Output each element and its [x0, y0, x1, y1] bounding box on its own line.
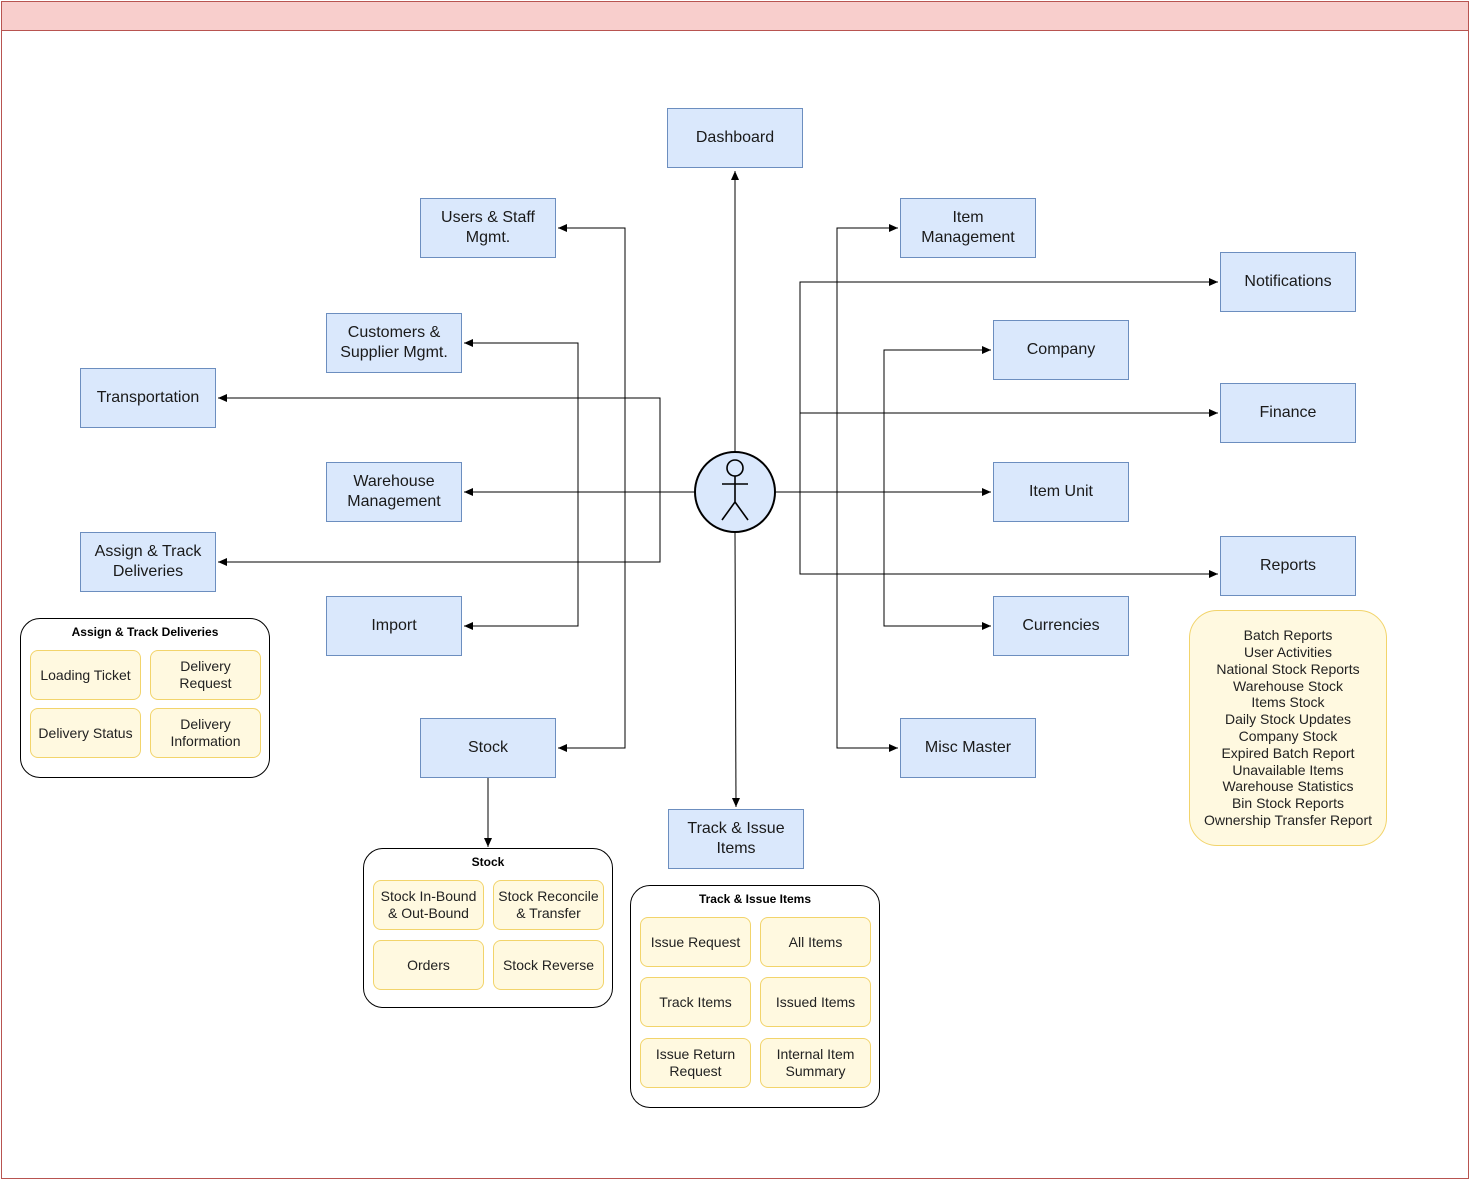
edge-track-issue	[731, 532, 740, 808]
edge-currencies	[883, 492, 991, 630]
node-item-unit[interactable]: Item Unit	[993, 462, 1129, 522]
chip-issue-return-request[interactable]: Issue Return Request	[640, 1038, 751, 1088]
chip-delivery-information[interactable]: Delivery Information	[150, 708, 261, 758]
group-title: Track & Issue Items	[698, 892, 812, 906]
node-company[interactable]: Company	[993, 320, 1129, 380]
edge-import	[464, 492, 579, 630]
group-track-issue-items: Track & Issue Items Issue Request All It…	[630, 885, 880, 1108]
report-item[interactable]: Daily Stock Updates	[1224, 711, 1352, 728]
chip-delivery-status[interactable]: Delivery Status	[30, 708, 141, 758]
header-bar	[1, 1, 1469, 31]
node-currencies[interactable]: Currencies	[993, 596, 1129, 656]
node-misc-master[interactable]: Misc Master	[900, 718, 1036, 778]
report-item[interactable]: Ownership Transfer Report	[1203, 811, 1373, 828]
report-item[interactable]: User Activities	[1244, 644, 1332, 661]
report-item[interactable]: National Stock Reports	[1216, 660, 1360, 677]
chip-track-items[interactable]: Track Items	[640, 977, 751, 1027]
report-item[interactable]: Warehouse Statistics	[1222, 778, 1354, 795]
group-title: Stock	[471, 855, 505, 869]
report-item[interactable]: Expired Batch Report	[1221, 744, 1355, 761]
chip-stock-reconcile-transfer[interactable]: Stock Reconcile & Transfer	[493, 880, 604, 930]
report-item[interactable]: Warehouse Stock	[1233, 677, 1343, 694]
chip-loading-ticket[interactable]: Loading Ticket	[30, 650, 141, 700]
chip-all-items[interactable]: All Items	[760, 917, 871, 967]
node-item-management[interactable]: Item Management	[900, 198, 1036, 258]
chip-orders[interactable]: Orders	[373, 940, 484, 990]
chip-issue-request[interactable]: Issue Request	[640, 917, 751, 967]
chip-issued-items[interactable]: Issued Items	[760, 977, 871, 1027]
edge-item-management	[776, 224, 898, 493]
chip-delivery-request[interactable]: Delivery Request	[150, 650, 261, 700]
edge-customers	[464, 339, 625, 493]
edge-transportation	[218, 394, 695, 493]
actor-icon	[694, 451, 776, 533]
node-customers-supplier-mgmt[interactable]: Customers &Supplier Mgmt.	[326, 313, 462, 373]
edge-company	[837, 346, 991, 493]
edge-users-staff	[558, 224, 695, 493]
group-assign-track-deliveries: Assign & Track Deliveries Loading Ticket…	[20, 618, 270, 778]
node-import[interactable]: Import	[326, 596, 462, 656]
report-item[interactable]: Bin Stock Reports	[1231, 795, 1345, 812]
report-item[interactable]: Items Stock	[1251, 694, 1325, 711]
edge-stock	[558, 492, 626, 752]
group-title: Assign & Track Deliveries	[71, 625, 219, 639]
chip-stock-reverse[interactable]: Stock Reverse	[493, 940, 604, 990]
edge-reports	[799, 492, 1218, 578]
report-item[interactable]: Unavailable Items	[1232, 761, 1344, 778]
edge-notifications	[799, 278, 1218, 492]
reports-list: Batch Reports User Activities National S…	[1189, 610, 1387, 846]
report-item[interactable]: Batch Reports	[1243, 627, 1333, 644]
report-item[interactable]: Company Stock	[1238, 728, 1338, 744]
node-stock[interactable]: Stock	[420, 718, 556, 778]
node-dashboard[interactable]: Dashboard	[667, 108, 803, 168]
chip-internal-item-summary[interactable]: Internal Item Summary	[760, 1038, 871, 1088]
node-reports[interactable]: Reports	[1220, 536, 1356, 596]
group-stock: Stock Stock In-Bound & Out-Bound Stock R…	[363, 848, 613, 1008]
edge-misc-master	[836, 492, 898, 752]
chip-stock-inbound-outbound[interactable]: Stock In-Bound & Out-Bound	[373, 880, 484, 930]
edge-assign	[218, 492, 661, 566]
node-finance[interactable]: Finance	[1220, 383, 1356, 443]
node-notifications[interactable]: Notifications	[1220, 252, 1356, 312]
node-transportation[interactable]: Transportation	[80, 368, 216, 428]
